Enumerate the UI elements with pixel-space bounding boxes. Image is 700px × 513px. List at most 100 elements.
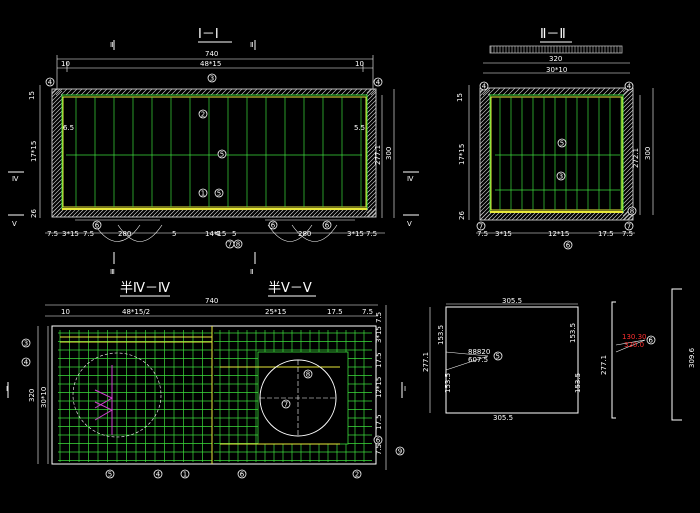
dim-lv3-I: 26 xyxy=(30,209,38,218)
section-IV-V-plan: 半Ⅳ－Ⅳ 半Ⅴ－Ⅴ 740 10 48*15/2 25*15 17.5 7.5 … xyxy=(6,281,406,479)
marker-5: 5 xyxy=(557,138,567,148)
dim-lv2-I: 17*15 xyxy=(30,141,38,162)
svg-text:5: 5 xyxy=(560,140,564,148)
marker-6: 6 xyxy=(563,240,573,250)
mark-III-bottom: Ⅲ xyxy=(110,268,115,276)
mark-I-right: Ⅰ xyxy=(404,385,406,393)
svg-text:8: 8 xyxy=(236,241,240,249)
dim-inner-l-I: 6.5 xyxy=(63,124,74,132)
detail-slab-2: 277.1 309.6 130.30 320.0 6 xyxy=(600,288,696,421)
svg-text:3: 3 xyxy=(24,340,28,348)
sec2-bottom-dim-4: 7.5 xyxy=(622,230,633,238)
svg-text:4: 4 xyxy=(627,83,632,91)
svg-text:1: 1 xyxy=(183,471,187,479)
d2-height-r: 309.6 xyxy=(688,347,696,368)
dim-lv2-II: 17*15 xyxy=(458,144,466,165)
svg-text:6: 6 xyxy=(566,242,571,250)
svg-text:7: 7 xyxy=(479,223,483,231)
marker-6: 6 xyxy=(373,435,383,445)
d1-left-a: 153.5 xyxy=(437,325,445,345)
svg-text:6: 6 xyxy=(271,222,276,230)
marker-5: 5 xyxy=(217,149,227,159)
dim-lv1-IV: 320 xyxy=(28,389,36,402)
svg-text:4: 4 xyxy=(24,359,29,367)
marker-7: 7 xyxy=(624,221,634,231)
dim-right-I: 10 xyxy=(355,60,364,68)
mark-I-left: Ⅰ xyxy=(6,385,8,393)
sec1-bottom-dim-0: 7.5 xyxy=(47,230,58,238)
marker-6: 6 xyxy=(92,220,102,230)
svg-text:5: 5 xyxy=(220,151,224,159)
marker-3: 3 xyxy=(556,171,566,181)
sec1-bottom-dim-2: 7.5 xyxy=(83,230,94,238)
sec4-right-dim-4: 17.5 xyxy=(375,414,383,430)
dim-ra-IV: 25*15 xyxy=(265,308,286,316)
dim-inner-r-I: 5.5 xyxy=(354,124,365,132)
marker-4: 4 xyxy=(45,77,55,87)
svg-text:4: 4 xyxy=(48,79,53,87)
marker-6: 6 xyxy=(322,220,332,230)
sec4-right-dim-1: 3*15 xyxy=(375,326,383,343)
marker-6: 6 xyxy=(237,469,247,479)
sec1-bottom-dim-5: 14*15 xyxy=(205,230,226,238)
d2-label-a: 130.30 xyxy=(622,333,647,341)
marker-8: 8 xyxy=(233,239,243,249)
dim-total-IV: 740 xyxy=(205,297,218,305)
sec1-bottom-dim-9: 3*15 xyxy=(347,230,364,238)
mark-II-bottom: Ⅱ xyxy=(250,268,253,276)
svg-text:6: 6 xyxy=(95,222,100,230)
d1-left-b: 153.5 xyxy=(444,373,452,393)
sec1-bottom-dim-7: 5 xyxy=(232,230,236,238)
marker-8: 8 xyxy=(303,369,313,379)
sec2-bottom-dim-0: 7.5 xyxy=(477,230,488,238)
marker-1: 1 xyxy=(198,188,208,198)
marker-5: 5 xyxy=(105,469,115,479)
svg-text:8: 8 xyxy=(306,371,310,379)
d1-top: 305.5 xyxy=(502,297,522,305)
dim-lv3-II: 26 xyxy=(458,211,466,220)
svg-text:6: 6 xyxy=(325,222,330,230)
dim-rb-IV: 17.5 xyxy=(327,308,343,316)
marker-8: 8 xyxy=(627,206,637,216)
marker-4: 4 xyxy=(153,469,163,479)
svg-text:5: 5 xyxy=(217,190,221,198)
d1-right-a: 153.5 xyxy=(569,323,577,343)
dim-mid-I: 48*15 xyxy=(200,60,221,68)
d2-marker: 6 xyxy=(649,337,654,345)
dim-rv1-II: 272.1 xyxy=(632,148,640,168)
svg-text:3: 3 xyxy=(559,173,563,181)
d2-height-l: 277.1 xyxy=(600,355,608,375)
d1-marker: 5 xyxy=(496,353,500,361)
marker-2: 2 xyxy=(198,109,208,119)
dim-left-I: 10 xyxy=(61,60,70,68)
dim-la-IV: 10 xyxy=(61,308,70,316)
mark-II-top: Ⅱ xyxy=(110,41,113,49)
mark-V-right: Ⅴ xyxy=(407,220,412,228)
mark-II-top-r: Ⅱ xyxy=(250,41,253,49)
marker-9: 9 xyxy=(395,446,405,456)
sec4-right-dim-3: 12*15 xyxy=(375,377,383,398)
dim-total-II: 320 xyxy=(549,55,562,63)
svg-text:2: 2 xyxy=(355,471,359,479)
mark-IV-right: Ⅳ xyxy=(407,175,414,183)
sec1-bottom-dim-6: 4 xyxy=(215,230,220,238)
title-section-I: Ⅰ－Ⅰ xyxy=(198,27,219,42)
marker-7: 7 xyxy=(281,399,291,409)
title-section-IV: 半Ⅳ－Ⅳ xyxy=(120,281,170,296)
marker-6: 6 xyxy=(268,220,278,230)
marker-1: 1 xyxy=(180,469,190,479)
sec4-right-dim-2: 17.5 xyxy=(375,352,383,368)
d1-label-a: 88820 xyxy=(468,348,490,356)
sec4-right-dim-0: 7.5 xyxy=(375,312,383,323)
sec1-bottom-dim-8: 280 xyxy=(298,230,311,238)
sec1-bottom-dim-3: 280 xyxy=(118,230,131,238)
detail-slab-1: 305.5 305.5 277.1 153.5 153.5 153.5 153.… xyxy=(422,297,582,422)
d1-right-b: 153.5 xyxy=(574,373,582,393)
svg-text:6: 6 xyxy=(240,471,245,479)
dim-lv1-I: 15 xyxy=(28,91,36,100)
sec4-right-dim-5: 7.5 xyxy=(375,444,383,455)
svg-text:3: 3 xyxy=(210,75,214,83)
dim-rv1-I: 277.1 xyxy=(374,145,382,165)
